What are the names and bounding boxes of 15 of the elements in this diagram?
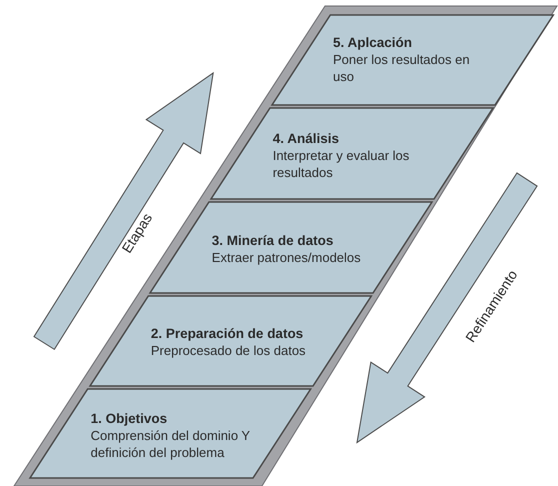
stage-description: Interpretar y evaluar los resultados [272, 147, 410, 181]
stage-description: Preprocesado de los datos [150, 342, 307, 359]
stage-title: 3. Minería de datos [212, 233, 334, 249]
stage-description: Poner los resultados en uso [332, 51, 471, 85]
stage-title: 1. Objetivos [90, 411, 168, 427]
stage-band [272, 15, 553, 105]
stage-band [150, 202, 432, 293]
stage-title: 2. Preparación de datos [150, 326, 304, 342]
stage-band [210, 108, 493, 199]
stage-title: 5. Aplcación [332, 35, 414, 51]
stage-title: 4. Análisis [272, 131, 340, 147]
stage-band [30, 389, 311, 478]
stage-description: Extraer patrones/modelos [212, 249, 362, 266]
stage-band [90, 296, 371, 386]
stage-description: Comprensión del dominio Y definición del problema [90, 427, 251, 461]
